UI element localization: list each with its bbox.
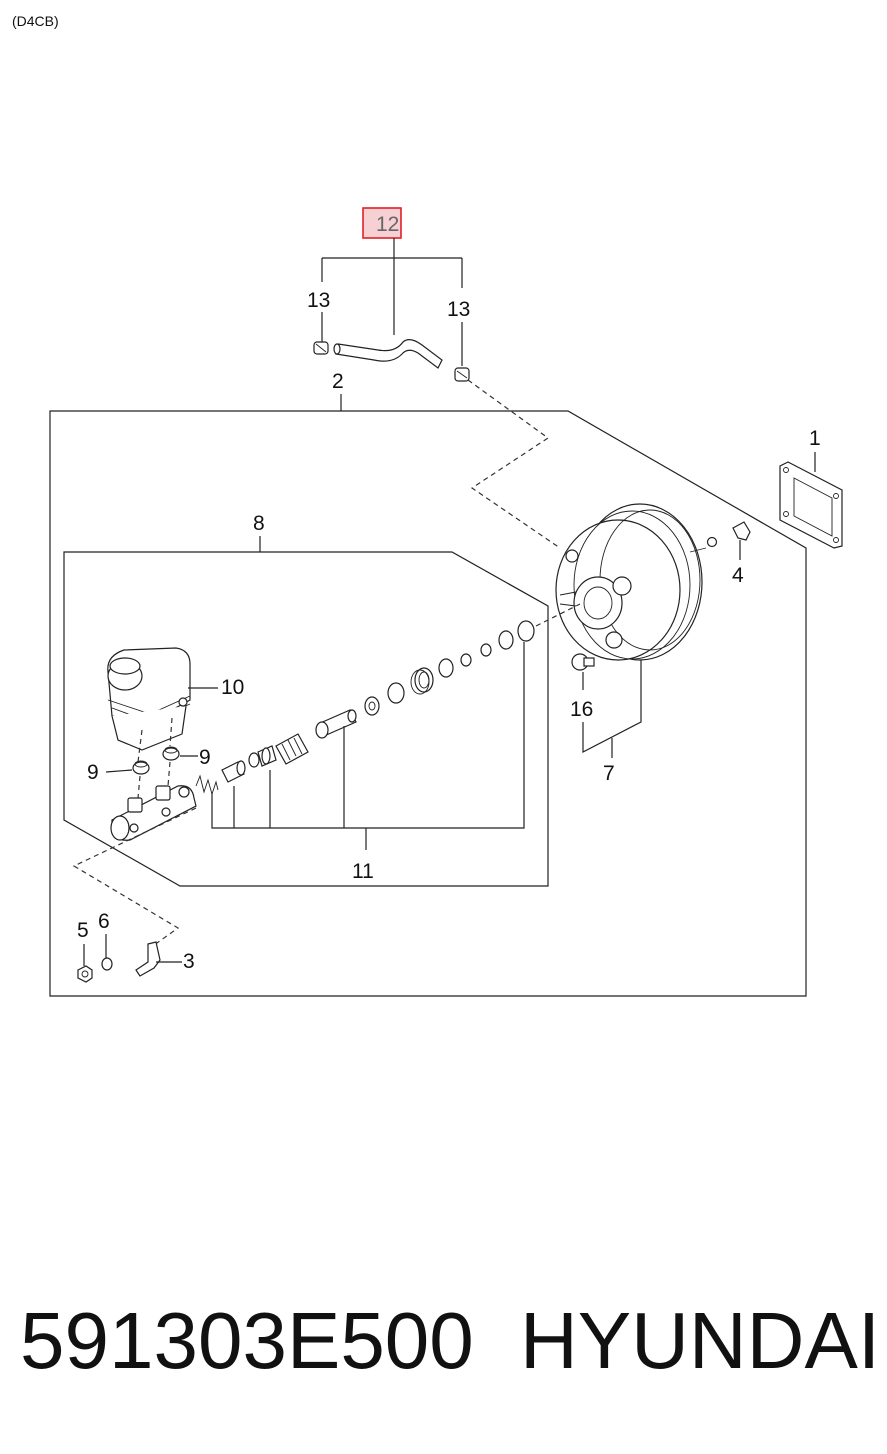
clip-icon: [706, 521, 751, 548]
callout-3: 3: [183, 950, 195, 973]
grommet-right-icon: [162, 746, 180, 761]
callout-10: 10: [221, 676, 244, 699]
brand-name: HYUNDAI: [520, 1296, 880, 1385]
washer-inner-icon: [368, 701, 376, 711]
o-ring-outer-icon: [498, 630, 514, 650]
piston-seal-icon: [248, 745, 277, 768]
gasket-icon: [779, 461, 843, 549]
primary-piston-icon: [315, 709, 357, 739]
callout-16: 16: [570, 698, 593, 721]
brake-booster-icon: [555, 503, 707, 661]
callout-12[interactable]: 12: [376, 213, 399, 236]
dashed-guide-grommets: [137, 717, 173, 763]
reservoir-icon: [107, 647, 191, 751]
engine-code: (D4CB): [12, 13, 59, 29]
piston-small-icon: [221, 760, 246, 783]
hose-clamp-left-icon: [313, 341, 329, 355]
washer-icon: [364, 696, 380, 716]
leader-11: [211, 642, 525, 850]
callout-11: 11: [352, 860, 374, 883]
callout-9-right: 9: [199, 746, 211, 769]
leader-7: [582, 660, 642, 758]
dashed-guide-cylinder: [137, 761, 171, 799]
callout-13-right: 13: [447, 298, 470, 321]
dashed-guide-booster: [535, 603, 581, 627]
vacuum-hose-icon: [333, 339, 443, 369]
pin-icon: [571, 653, 595, 671]
ring-tiny-icon: [480, 643, 492, 657]
dashed-guide-hose: [467, 379, 561, 549]
ring-small-icon: [460, 653, 472, 667]
callout-1: 1: [809, 427, 821, 450]
leader-9-left: [105, 769, 133, 773]
nut-icon: [77, 965, 93, 983]
washer-nut-icon: [101, 957, 113, 971]
master-cylinder-icon: [110, 785, 197, 841]
inner-assembly-frame: [63, 551, 549, 887]
leader-12: [321, 238, 463, 335]
callout-4: 4: [732, 564, 744, 587]
bracket-icon: [135, 941, 161, 977]
part-number: 591303E500: [20, 1296, 474, 1385]
hose-clamp-right-icon: [454, 367, 470, 382]
cup-seal-icon: [410, 667, 434, 695]
dashed-guide-bracket: [72, 807, 197, 949]
o-ring-medium-icon: [438, 658, 454, 678]
callout-7: 7: [603, 762, 615, 785]
callout-8: 8: [253, 512, 265, 535]
callout-2: 2: [332, 370, 344, 393]
grommet-left-icon: [132, 760, 150, 775]
callout-6: 6: [98, 910, 110, 933]
o-ring-large-icon: [387, 682, 405, 704]
callout-9-left: 9: [87, 761, 99, 784]
callout-13-left: 13: [307, 289, 330, 312]
spring-icon: [195, 774, 219, 796]
callout-5: 5: [77, 919, 89, 942]
outer-assembly-frame: [49, 410, 807, 997]
snap-ring-icon: [517, 620, 535, 642]
callout-12-highlight[interactable]: [362, 207, 402, 239]
boot-icon: [275, 733, 309, 765]
